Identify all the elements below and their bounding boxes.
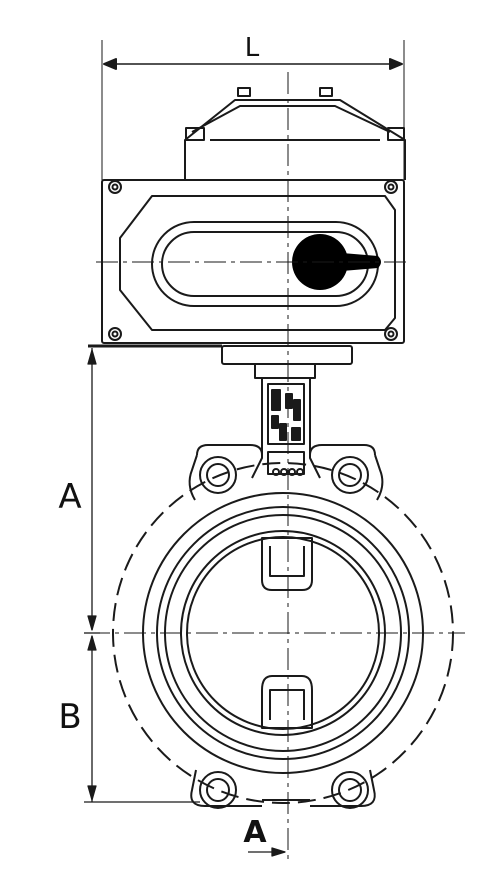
valve-body (112, 444, 454, 809)
section-a-label: A (243, 815, 267, 850)
dimension-a-label: A (58, 477, 81, 517)
center-lines (88, 72, 465, 860)
mounting-neck (88, 344, 353, 479)
bolt-hole-icon (199, 456, 369, 809)
dimension-b-label: B (58, 697, 81, 737)
bolt-hole-icon (108, 180, 398, 341)
dimension-l-label: L (245, 33, 260, 63)
dimension-a-b (84, 348, 200, 803)
section-arrow (248, 847, 286, 857)
actuator-cover (184, 87, 406, 180)
